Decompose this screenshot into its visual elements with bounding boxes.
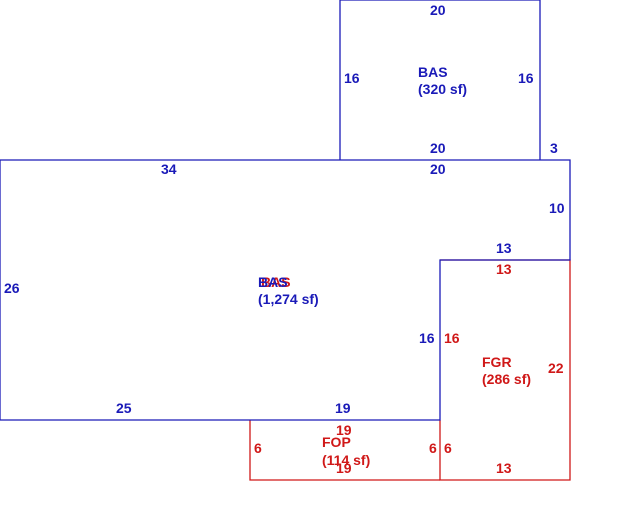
fgr-size: (286 sf) bbox=[482, 371, 531, 387]
dim-garage-right: 22 bbox=[548, 360, 564, 376]
dim-main-right: 10 bbox=[549, 200, 565, 216]
dim-garage-bottom: 13 bbox=[496, 460, 512, 476]
dim-porch-right-a: 6 bbox=[429, 440, 437, 456]
dim-inner-left-bas: 16 bbox=[419, 330, 435, 346]
dim-upper-right: 16 bbox=[518, 70, 534, 86]
dim-porch-top: 19 bbox=[336, 422, 352, 438]
fgr-name: FGR bbox=[482, 354, 512, 370]
dim-main-bottom-right: 19 bbox=[335, 400, 351, 416]
upper-bas-size: (320 sf) bbox=[418, 81, 467, 97]
dim-main-left: 26 bbox=[4, 280, 20, 296]
dim-upper-bottom: 20 bbox=[430, 140, 446, 156]
dim-porch-bottom: 19 bbox=[336, 460, 352, 476]
main-bas-size: (1,274 sf) bbox=[258, 291, 319, 307]
upper-bas-outline bbox=[339, 0, 541, 160]
dim-porch-left: 6 bbox=[254, 440, 262, 456]
dim-upper-left: 16 bbox=[344, 70, 360, 86]
upper-bas-name: BAS bbox=[418, 64, 448, 80]
dim-step-right: 3 bbox=[550, 140, 558, 156]
porch-outline bbox=[249, 420, 440, 481]
dim-main-top-left: 34 bbox=[161, 161, 177, 177]
main-bas-outline bbox=[0, 159, 571, 421]
dim-inner-left-garage: 16 bbox=[444, 330, 460, 346]
dim-porch-right-b: 6 bbox=[444, 440, 452, 456]
fop-name: FOP bbox=[322, 434, 351, 450]
dim-main-bottom-left: 25 bbox=[116, 400, 132, 416]
main-overlap-name: BAS bbox=[261, 274, 291, 290]
dim-main-top-right: 20 bbox=[430, 161, 446, 177]
dim-notch-top-garage: 13 bbox=[496, 261, 512, 277]
dim-notch-top-bas: 13 bbox=[496, 240, 512, 256]
main-bas-name: BAS bbox=[258, 274, 288, 290]
fop-size: (114 sf) bbox=[322, 452, 370, 468]
dim-upper-top: 20 bbox=[430, 2, 446, 18]
